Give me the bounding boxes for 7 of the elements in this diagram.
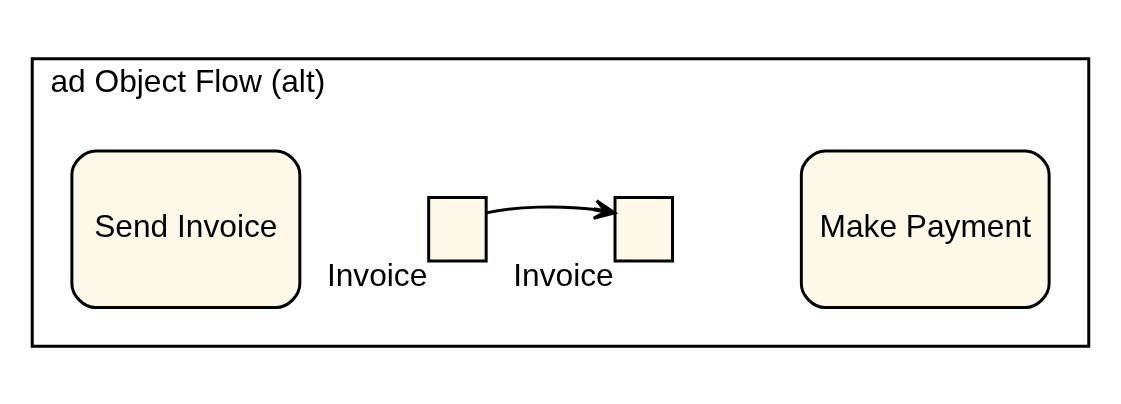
- node-box: [613, 195, 674, 262]
- arrow: [486, 198, 617, 220]
- node-box: Make Payment: [799, 148, 1051, 309]
- node-box: Send Invoice: [70, 148, 302, 309]
- node-label: Invoice: [326, 256, 428, 293]
- node-box: [427, 195, 488, 262]
- node-label: Invoice: [513, 256, 614, 293]
